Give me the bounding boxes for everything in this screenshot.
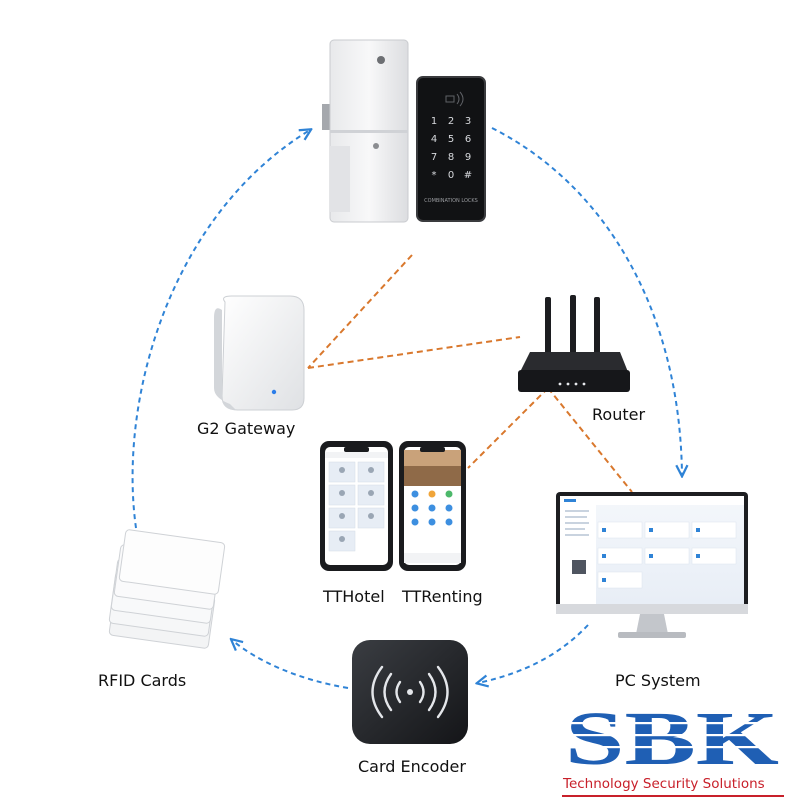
rfid-cards [108, 529, 226, 649]
keypad-key: # [464, 170, 472, 181]
keypad-key: 6 [465, 134, 471, 145]
keypad-key: * [432, 170, 437, 181]
gateway-led-icon [271, 389, 277, 395]
label-g2-gateway: G2 Gateway [197, 419, 295, 438]
label-ttrenting: TTRenting [401, 587, 483, 606]
brand-underline [562, 795, 784, 797]
keypad-key: 5 [448, 134, 454, 145]
arrow-lock-to-pc [491, 127, 682, 475]
keypad-key: 4 [431, 134, 437, 145]
keypad-key: 7 [431, 152, 437, 163]
card-encoder [352, 640, 468, 744]
sbk-logo-text: SBK [565, 697, 779, 781]
label-pc-system: PC System [615, 671, 701, 690]
keypad-key: 3 [465, 116, 471, 127]
link-router-pc [547, 387, 633, 493]
network-links [307, 254, 633, 493]
cycle-arrows [131, 127, 682, 689]
g2-gateway [214, 295, 305, 411]
keypad-key: 9 [465, 152, 471, 163]
sbk-logo: SBK [562, 697, 784, 781]
arrow-pc-to-encoder [478, 624, 589, 683]
arrow-cards-to-lock [131, 130, 310, 529]
arrow-encoder-to-cards [232, 640, 349, 689]
label-rfid-cards: RFID Cards [98, 671, 186, 690]
link-router-apps [467, 387, 549, 469]
label-router: Router [592, 405, 645, 424]
phone-tthotel [320, 441, 393, 571]
lock-screw-icon [373, 143, 379, 149]
keypad-caption: COMBINATION LOCKS [424, 198, 478, 204]
keypad-panel [416, 76, 486, 222]
link-gateway-router [307, 336, 521, 369]
keypad-key: 2 [448, 116, 454, 127]
label-card-encoder: Card Encoder [358, 757, 466, 776]
brand-tagline: Technology Security Solutions [563, 776, 765, 792]
keypad-key: 8 [448, 152, 454, 163]
rfid-symbol-icon [445, 91, 464, 107]
label-tthotel: TTHotel [322, 587, 385, 606]
keypad-key: 0 [448, 170, 454, 181]
router-led-icon [558, 382, 586, 386]
lock-screw-icon [377, 56, 385, 64]
nfc-waves-icon [371, 665, 449, 719]
phone-ttrenting [399, 441, 466, 571]
pc-monitor [556, 492, 748, 638]
router [518, 295, 630, 392]
link-lock-gateway [307, 254, 413, 369]
keypad-key: 1 [431, 116, 437, 127]
